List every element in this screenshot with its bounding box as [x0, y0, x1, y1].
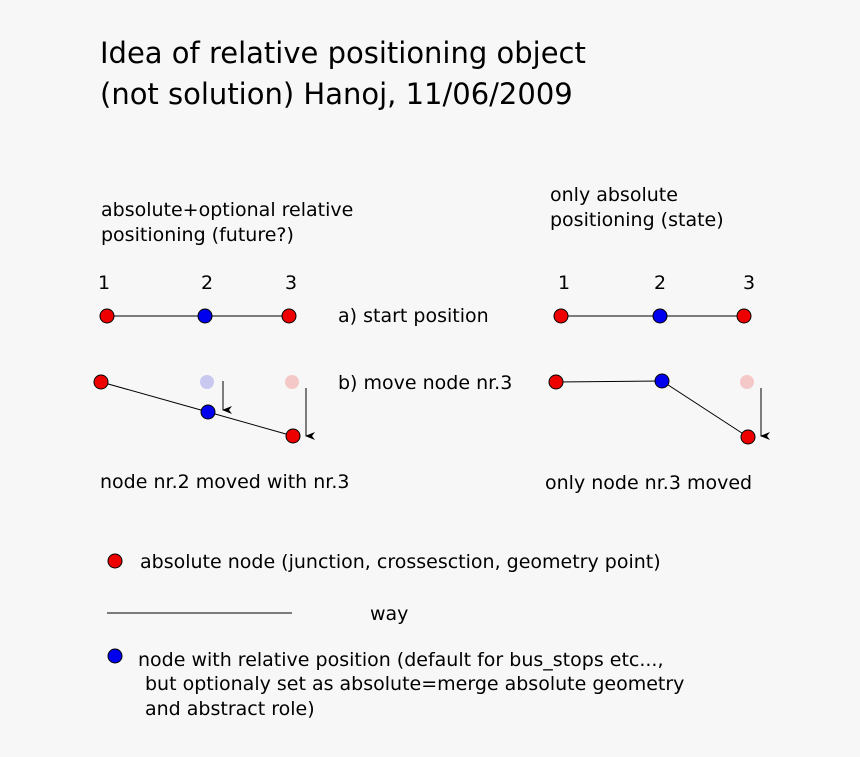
title-line-2: (not solution) Hanoj, 11/06/2009 [100, 77, 573, 111]
right-start-node-1 [553, 308, 569, 324]
right-node-number-2: 2 [654, 272, 666, 294]
left-node-number-2: 2 [201, 272, 213, 294]
right-moved-way-b [661, 380, 749, 438]
left-moved-node-2 [200, 404, 216, 420]
right-moved-node-1 [548, 374, 564, 390]
right-start-row [553, 308, 752, 324]
right-moved-node-3 [740, 429, 756, 445]
left-heading-line-1: absolute+optional relative [101, 199, 353, 221]
left-node-number-1: 1 [98, 272, 110, 294]
left-ghost-node-2 [200, 375, 214, 389]
left-start-node-2 [197, 308, 213, 324]
left-caption: node nr.2 moved with nr.3 [100, 471, 350, 493]
step-start-label: a) start position [338, 305, 489, 327]
right-moved-way-a [555, 380, 663, 383]
right-start-node-2 [652, 308, 668, 324]
legend-relative-line-3: and abstract role) [145, 698, 315, 720]
left-start-row [99, 308, 297, 324]
right-moved-node-2 [654, 373, 670, 389]
left-moved-way-a [100, 381, 209, 413]
legend-relative-line-1: node with relative position (default for… [138, 649, 664, 671]
legend-absolute-node-marker [107, 553, 123, 569]
title-line-1: Idea of relative positioning object [100, 36, 586, 70]
left-moved-node-3 [285, 428, 301, 444]
right-heading-line-1: only absolute [550, 184, 678, 206]
left-moved-node-1 [93, 374, 109, 390]
right-move-row [548, 373, 770, 445]
right-heading-line-2: positioning (state) [550, 209, 724, 231]
left-node-number-3: 3 [285, 272, 297, 294]
step-move-label: b) move node nr.3 [338, 372, 512, 394]
right-caption: only node nr.3 moved [545, 472, 752, 494]
legend-way-label: way [370, 603, 408, 625]
right-ghost-node-3 [740, 375, 754, 389]
right-start-node-3 [736, 308, 752, 324]
left-heading-line-2: positioning (future?) [101, 224, 294, 246]
legend-absolute-node-label: absolute node (junction, crossesction, g… [140, 551, 661, 573]
left-start-node-3 [281, 308, 297, 324]
right-node-number-3: 3 [743, 272, 755, 294]
legend-relative-node-marker [107, 648, 123, 664]
legend-relative-line-2: but optionaly set as absolute=merge abso… [145, 673, 684, 695]
right-node-number-1: 1 [558, 272, 570, 294]
left-move-row [93, 374, 315, 444]
left-moved-way-b [207, 411, 294, 437]
left-start-node-1 [99, 308, 115, 324]
left-ghost-node-3 [285, 375, 299, 389]
legend: absolute node (junction, crossesction, g… [107, 551, 684, 720]
